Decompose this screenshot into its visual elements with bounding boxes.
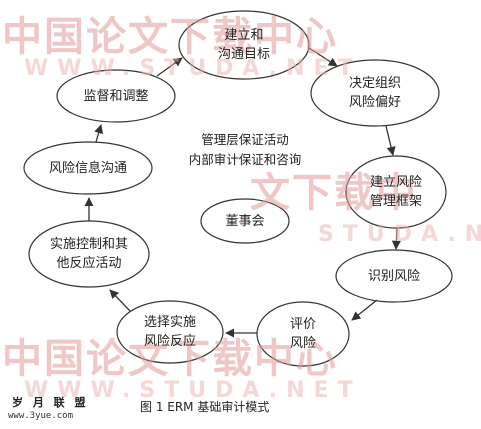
figure-caption: 图 1 ERM 基础审计模式 (140, 400, 270, 414)
node-4-label: 识别风险 (367, 269, 420, 284)
center-label: 管理层保证活动 内部审计保证和咨询 (188, 132, 302, 167)
node-3-label: 建立风险 管理框架 (369, 175, 422, 209)
node-9-label: 监督和调整 (83, 89, 149, 104)
arrow-2-to-3 (385, 125, 396, 156)
arrow-8-to-9 (94, 124, 104, 143)
node-7-label: 实施控制和其 他反应活动 (49, 237, 128, 271)
arrow-1-to-2 (308, 47, 338, 67)
site-logo: 岁 月 联 盟 (12, 396, 89, 409)
node-8-label: 风险信息沟通 (48, 161, 127, 176)
node-1-shape (178, 10, 310, 80)
arrow-6-to-7 (109, 289, 131, 312)
node-2-shape (310, 59, 440, 127)
arrow-3-to-4 (391, 227, 401, 250)
node-3-shape (345, 155, 447, 229)
node-6-label: 选择实施 风险反应 (143, 315, 196, 349)
node-8-shape (23, 141, 153, 195)
arrow-9-to-1 (156, 57, 183, 77)
node-4-shape (335, 249, 453, 303)
node-6-shape (116, 300, 224, 364)
arrow-4-to-5 (351, 299, 378, 321)
node-1-label: 建立和 沟通目标 (217, 28, 270, 62)
node-10-shape (200, 198, 290, 244)
node-2-label: 决定组织 风险偏好 (348, 76, 401, 110)
node-5-shape (256, 301, 350, 367)
node-9-shape (56, 69, 176, 123)
node-5-label: 评价 风险 (289, 317, 316, 351)
node-10-label: 董事会 (225, 214, 265, 229)
site-url: www.3yue.com (8, 411, 74, 421)
